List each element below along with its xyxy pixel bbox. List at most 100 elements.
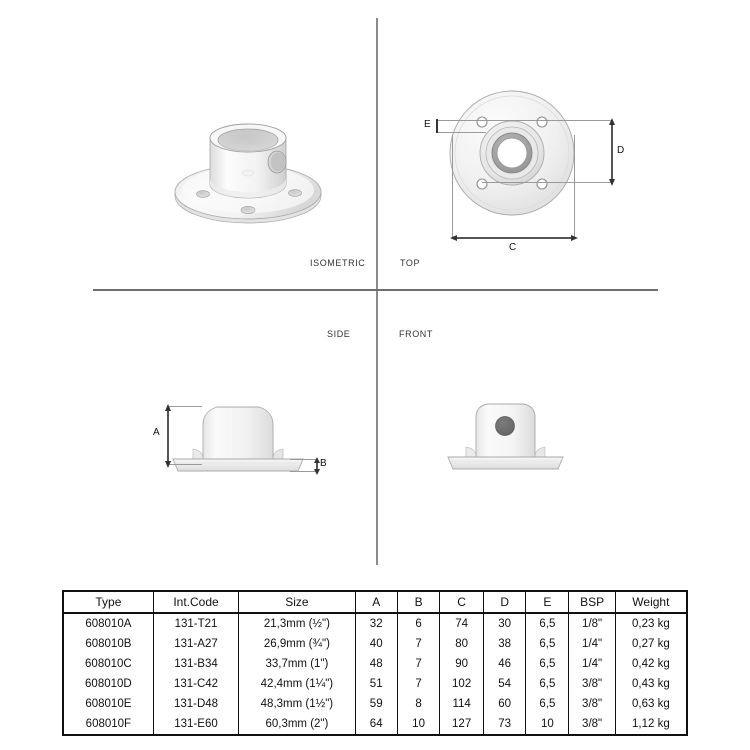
dimension-b-arrows [314,457,320,475]
cell-b: 7 [396,634,441,654]
cell-weight: 0,23 kg [614,613,688,634]
dimension-b-ext-top [290,459,318,460]
dimension-b-ext-bottom [290,471,318,472]
cell-size: 21,3mm (½") [238,613,356,634]
dimension-d-ext-bottom [482,182,613,183]
dimension-a-arrows [165,404,171,468]
dimension-a-ext-bottom [167,464,202,465]
column-header-int-code: Int.Code [152,591,240,614]
dimension-c-line [452,237,575,239]
dimension-e-leader-top [436,120,486,121]
table-row: 608010A 131-T21 21,3mm (½") 32 6 74 30 6… [62,613,688,634]
cell-size: 48,3mm (1½") [238,694,356,714]
cell-weight: 0,42 kg [614,654,688,674]
dimension-label-c: C [509,242,517,253]
side-view [165,395,315,475]
dimension-c-arrows [450,235,578,241]
quadrant-divider-horizontal [93,289,658,291]
cell-a: 40 [354,634,398,654]
cell-int-code: 131-D48 [152,694,240,714]
dimension-c-ext-left [452,135,453,238]
cell-type: 608010D [62,674,154,694]
dimension-d-ext-top [482,120,613,121]
isometric-flange-drawing [174,123,322,224]
cell-type: 608010A [62,613,154,634]
cell-int-code: 131-B34 [152,654,240,674]
dimension-label-a: A [153,427,160,438]
cell-size: 26,9mm (¾") [238,634,356,654]
cell-a: 59 [354,694,398,714]
isometric-view [150,100,350,240]
cell-type: 608010F [62,714,154,735]
table-row: 608010B 131-A27 26,9mm (¾") 40 7 80 38 6… [62,634,688,654]
view-label-isometric: ISOMETRIC [310,258,366,268]
cell-c: 102 [439,674,484,694]
cell-a: 48 [354,654,398,674]
column-header-bsp: BSP [568,591,616,614]
cell-type: 608010B [62,634,154,654]
cell-b: 7 [396,674,441,694]
cell-size: 33,7mm (1") [238,654,356,674]
cell-int-code: 131-A27 [152,634,240,654]
column-header-e: E [525,591,570,614]
cell-bsp: 3/8" [568,714,616,735]
cell-d: 38 [482,634,527,654]
cell-bsp: 1/4" [568,654,616,674]
dimension-label-e: E [424,119,431,130]
dimension-a-ext-top [167,406,202,407]
view-label-front: FRONT [399,329,433,339]
cell-c: 90 [439,654,484,674]
side-flange-drawing [172,406,304,472]
front-flange-drawing [447,403,564,470]
cell-d: 46 [482,654,527,674]
cell-e: 6,5 [525,654,570,674]
table-header-row: Type Int.Code Size A B C D E BSP Weight [62,591,688,614]
table-row: 608010E 131-D48 48,3mm (1½") 59 8 114 60… [62,694,688,714]
table-body: 608010A 131-T21 21,3mm (½") 32 6 74 30 6… [62,613,688,735]
table-row: 608010C 131-B34 33,7mm (1") 48 7 90 46 6… [62,654,688,674]
cell-int-code: 131-T21 [152,613,240,634]
cell-c: 80 [439,634,484,654]
cell-e: 6,5 [525,613,570,634]
front-view [443,395,568,475]
column-header-weight: Weight [614,591,688,614]
cell-type: 608010E [62,694,154,714]
column-header-d: D [482,591,527,614]
cell-a: 51 [354,674,398,694]
table-row: 608010D 131-C42 42,4mm (1¼") 51 7 102 54… [62,674,688,694]
cell-int-code: 131-E60 [152,714,240,735]
cell-c: 127 [439,714,484,735]
dimension-label-d: D [617,145,625,156]
cell-type: 608010C [62,654,154,674]
cell-bsp: 1/8" [568,613,616,634]
view-label-top: TOP [400,258,421,268]
column-header-a: A [354,591,398,614]
dimension-b-line [316,459,318,472]
cell-weight: 0,43 kg [614,674,688,694]
cell-b: 7 [396,654,441,674]
specification-table-wrapper: Type Int.Code Size A B C D E BSP Weight … [62,590,688,736]
cell-int-code: 131-C42 [152,674,240,694]
quadrant-divider-vertical [376,18,378,565]
view-label-side: SIDE [327,329,351,339]
dimension-label-b: B [320,458,327,469]
dimension-d-arrows [609,118,615,186]
dimension-a-line [167,406,169,465]
cell-a: 64 [354,714,398,735]
dimension-c-ext-right [574,135,575,238]
cell-d: 60 [482,694,527,714]
cell-a: 32 [354,613,398,634]
column-header-type: Type [62,591,154,614]
cell-e: 10 [525,714,570,735]
technical-drawing-area: E D C [93,18,658,565]
cell-d: 30 [482,613,527,634]
cell-e: 6,5 [525,694,570,714]
cell-c: 74 [439,613,484,634]
cell-weight: 0,27 kg [614,634,688,654]
dimension-e-leader-bottom [436,132,486,133]
table-header: Type Int.Code Size A B C D E BSP Weight [62,591,688,614]
cell-weight: 1,12 kg [614,714,688,735]
cell-bsp: 3/8" [568,694,616,714]
cell-bsp: 3/8" [568,674,616,694]
cell-b: 6 [396,613,441,634]
